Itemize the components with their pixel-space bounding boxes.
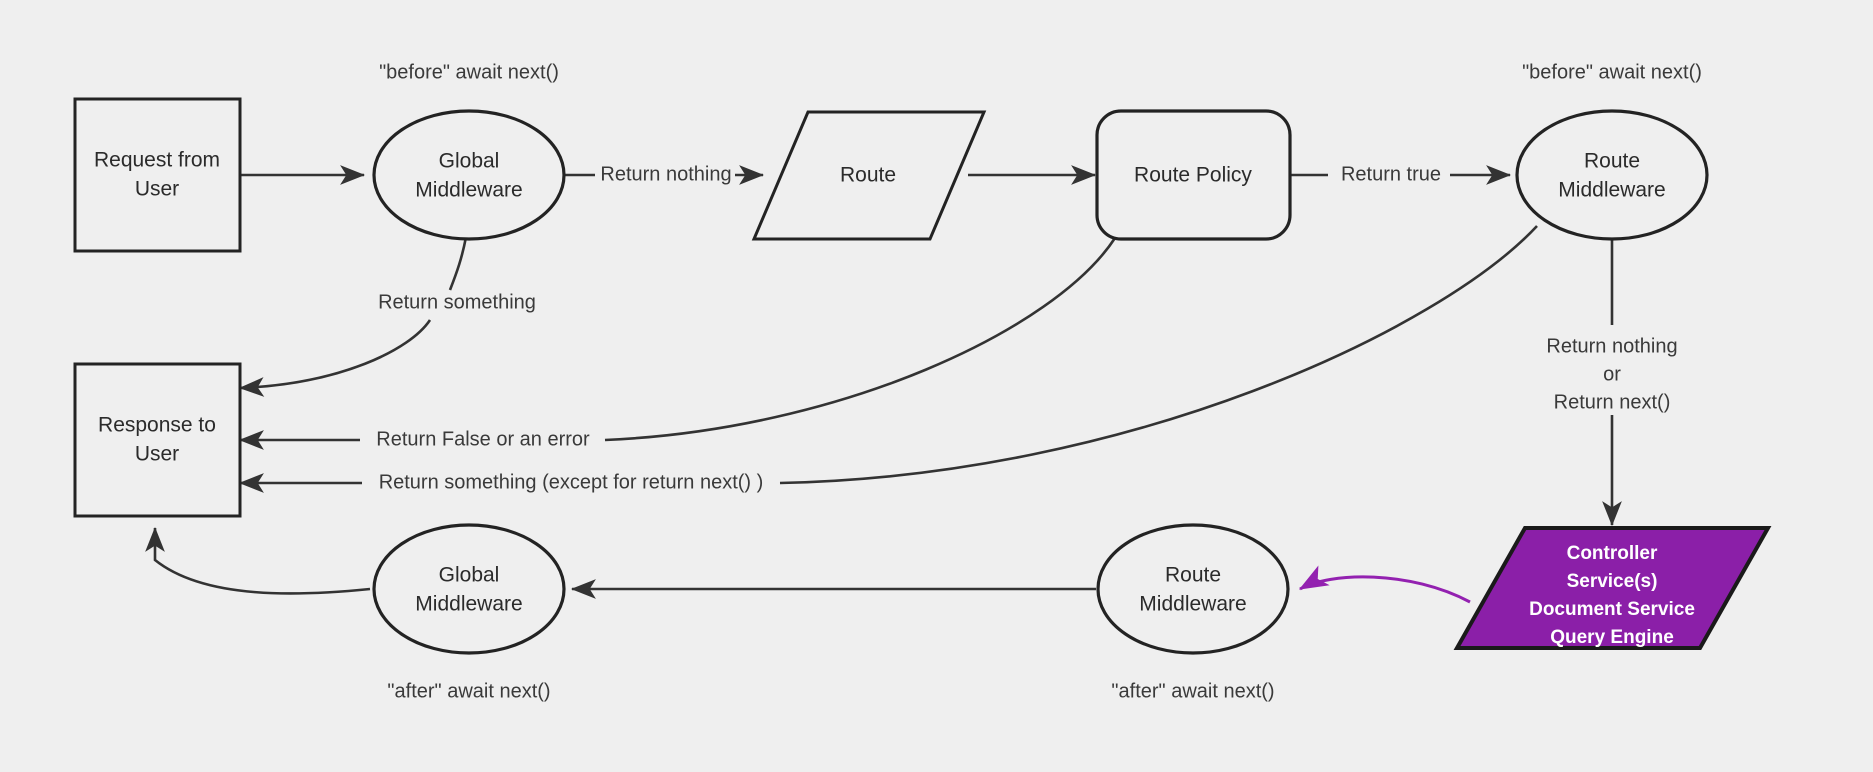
edge-label-return-nothing-or-next-line3: Return next() [1554,391,1671,413]
request-box-shape [73,97,242,253]
route-parallelogram-shape [751,110,987,241]
controller-label-line1: Controller [1567,543,1658,564]
route-middleware-top-label-line2: Middleware [1558,179,1665,202]
node-route-middleware-top[interactable]: Route Middleware [1515,109,1709,241]
edge-global-middleware-return-something-stub [448,236,468,291]
edge-label-return-false-or-error: Return False or an error [376,428,590,450]
caption-before-await-next-route: "before" await next() [1522,61,1702,83]
node-route-policy[interactable]: Route Policy [1095,109,1292,241]
node-global-middleware-bottom[interactable]: Global Middleware [372,523,566,655]
route-middleware-top-shape [1515,109,1709,241]
global-middleware-top-label-line2: Middleware [415,179,522,202]
edge-global-middleware-bottom-to-response [145,526,371,595]
global-middleware-bottom-label-line2: Middleware [415,593,522,616]
caption-after-await-next-global: "after" await next() [387,680,550,702]
route-policy-label: Route Policy [1134,164,1252,187]
node-response-to-user[interactable]: Response to User [73,362,242,518]
node-route-middleware-bottom[interactable]: Route Middleware [1096,523,1290,655]
route-label: Route [840,164,896,187]
node-controller-services[interactable]: Controller Service(s) Document Service Q… [1453,526,1772,650]
node-request-from-user[interactable]: Request from User [73,97,242,253]
route-middleware-top-label-line1: Route [1584,150,1640,173]
route-middleware-bottom-label-line2: Middleware [1139,593,1246,616]
edge-label-return-nothing-or-next-line2: or [1603,363,1621,385]
edge-label-return-something-global: Return something [378,291,536,313]
controller-label-line4: Query Engine [1550,627,1674,648]
edge-route-policy-to-response-curve [604,237,1117,442]
route-policy-shape [1095,109,1292,241]
request-label-line1: Request from [94,149,220,172]
response-box-shape [73,362,242,518]
global-middleware-top-label-line1: Global [439,150,500,173]
edge-route-middleware-to-response-curve [779,225,1538,485]
controller-parallelogram-shape [1453,526,1772,650]
caption-after-await-next-route: "after" await next() [1111,680,1274,702]
controller-label-line2: Service(s) [1567,571,1658,592]
route-middleware-bottom-shape [1096,523,1290,655]
global-middleware-bottom-shape [372,523,566,655]
edge-label-return-nothing: Return nothing [600,163,731,185]
edge-global-middleware-to-response [238,319,432,397]
global-middleware-bottom-label-line1: Global [439,564,500,587]
response-label-line1: Response to [98,414,216,437]
response-label-line2: User [135,443,179,466]
edge-label-return-nothing-or-next-line1: Return nothing [1546,335,1677,357]
edge-controller-to-route-middleware-bottom [1298,565,1471,604]
caption-before-await-next-global: "before" await next() [379,61,559,83]
global-middleware-top-shape [372,109,566,241]
edge-label-return-true: Return true [1341,163,1441,185]
request-label-line2: User [135,178,179,201]
edge-label-return-something-except: Return something (except for return next… [379,471,764,493]
route-middleware-bottom-label-line1: Route [1165,564,1221,587]
node-route[interactable]: Route [751,110,987,241]
node-global-middleware-top[interactable]: Global Middleware [372,109,566,241]
controller-label-line3: Document Service [1529,599,1695,620]
